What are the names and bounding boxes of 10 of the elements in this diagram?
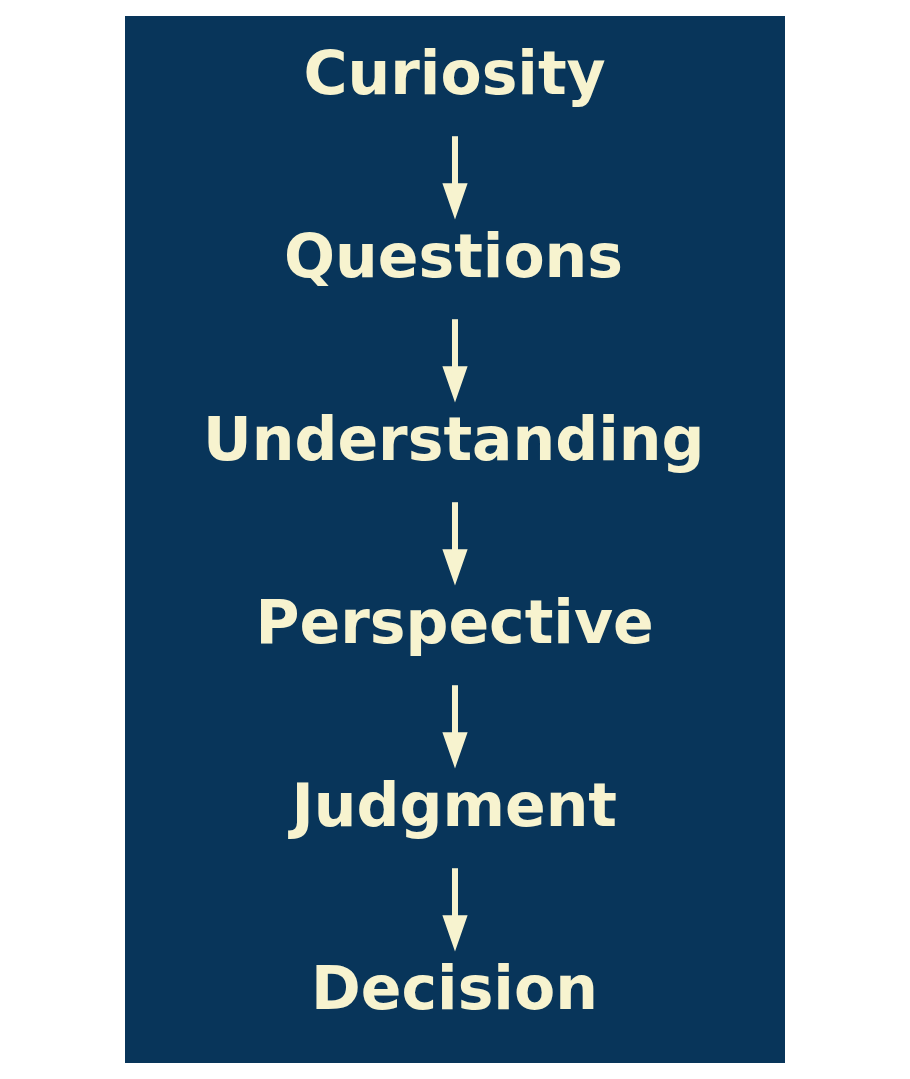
node-text: Decision (311, 953, 598, 1023)
arrow (442, 319, 468, 403)
arrow (442, 502, 468, 586)
arrow (442, 685, 468, 769)
arrow (442, 136, 468, 220)
node-text: Perspective (255, 587, 654, 657)
node-text: Questions (284, 221, 624, 291)
arrow (442, 868, 468, 952)
node-text: Understanding (203, 404, 705, 474)
node-text: Curiosity (303, 38, 606, 108)
